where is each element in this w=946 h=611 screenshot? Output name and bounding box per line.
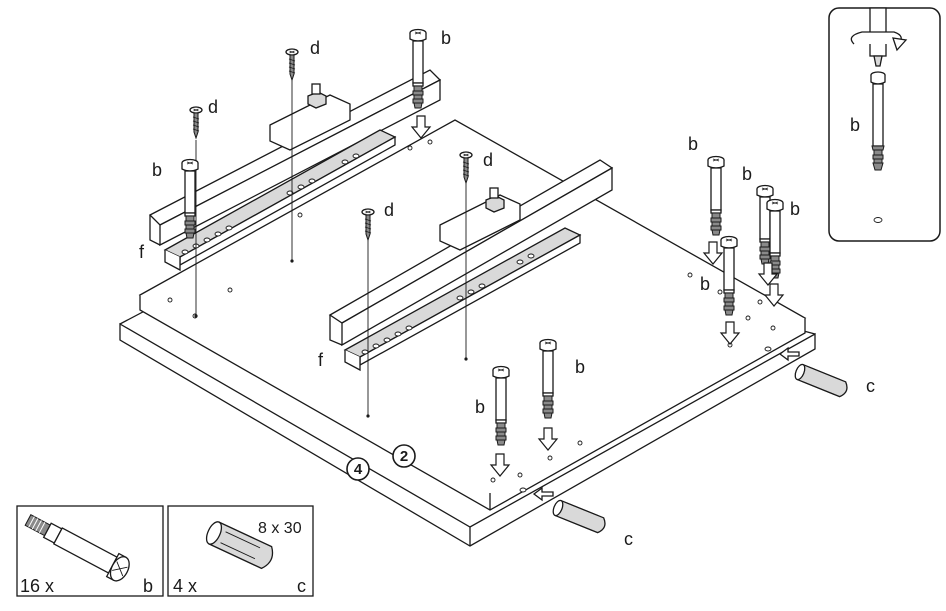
insert-arrow-icon	[703, 241, 723, 265]
cam-bolt-quantity: 16 x	[20, 576, 54, 596]
drawer-runner-left	[148, 69, 442, 272]
top-panel	[138, 119, 807, 511]
callout-b: b	[441, 28, 451, 48]
callout-b: b	[475, 397, 485, 417]
cam-bolt-icon	[24, 514, 130, 582]
screw-icon	[189, 106, 203, 139]
detail-inset: b	[828, 7, 941, 242]
drawer-runner-right	[328, 159, 614, 372]
callout-d: d	[483, 150, 493, 170]
screw-icon	[285, 48, 299, 81]
callout-c: c	[866, 376, 875, 396]
screws-d	[189, 48, 473, 418]
parts-box-dowel: 8 x 30 4 x c	[167, 505, 314, 597]
callout-f: f	[318, 350, 324, 370]
wooden-dowel-icon	[792, 362, 851, 399]
step-marker-4: 4	[346, 457, 370, 481]
callout-b: b	[688, 134, 698, 154]
callout-b: b	[152, 160, 162, 180]
runner-right-holes	[361, 253, 535, 355]
cam-bolt-letter: b	[143, 576, 153, 596]
callout-d: d	[310, 38, 320, 58]
cam-bolt-icon	[707, 155, 725, 236]
dowel-letter: c	[297, 576, 306, 596]
runner-left-holes	[181, 153, 360, 255]
callout-d: d	[384, 200, 394, 220]
wooden-dowel-icon	[550, 498, 609, 535]
step-marker-2: 2	[392, 444, 416, 468]
inset-callout-b: b	[850, 115, 860, 135]
dowel-quantity: 4 x	[173, 576, 197, 596]
callout-d: d	[208, 97, 218, 117]
callout-b: b	[790, 199, 800, 219]
callout-b: b	[700, 274, 710, 294]
callout-b: b	[742, 164, 752, 184]
insert-arrows	[411, 115, 887, 502]
parts-box-cam-bolt: 16 x b	[16, 505, 164, 597]
step-number: 2	[400, 448, 408, 465]
callout-f: f	[139, 242, 145, 262]
rotate-clockwise-icon	[850, 31, 908, 52]
cam-bolt-icon	[870, 71, 886, 171]
callout-labels: b b b b b b b b d d d d f f c c	[139, 28, 875, 549]
callout-b: b	[575, 357, 585, 377]
dowel-size: 8 x 30	[258, 520, 302, 537]
callout-c: c	[624, 529, 633, 549]
wooden-dowel-icon	[205, 521, 274, 570]
step-number: 4	[354, 461, 363, 478]
